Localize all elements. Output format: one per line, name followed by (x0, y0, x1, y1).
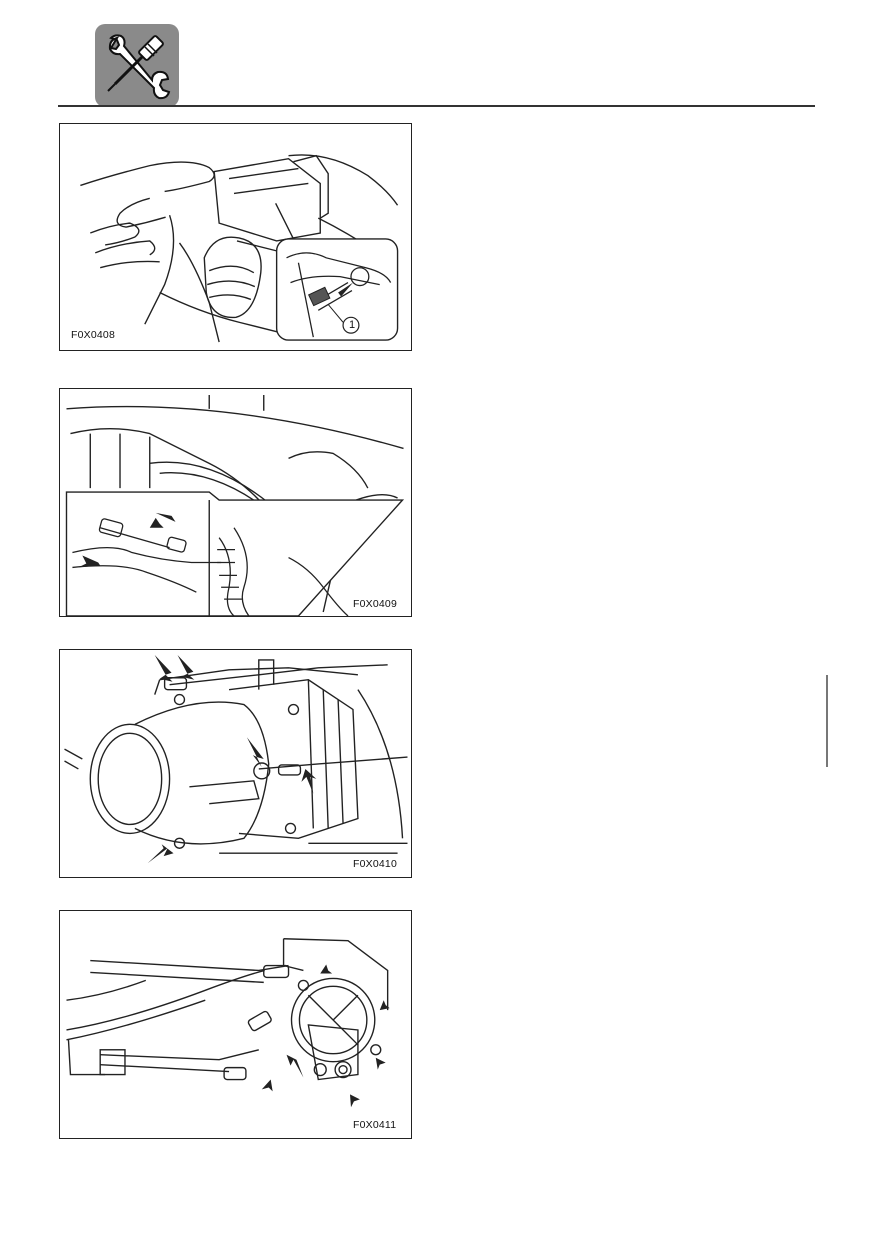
header-rule (58, 105, 815, 107)
figure-code: F0X0409 (353, 598, 398, 610)
figure-code: F0X0411 (353, 1119, 397, 1131)
figure-shift-mechanism: F0X0411 (59, 910, 412, 1139)
tools-icon (95, 24, 179, 107)
figure-transmission-cables: F0X0410 (59, 649, 412, 878)
illustration-hands-shift-lever (80, 154, 399, 343)
page-edge-mark (826, 675, 828, 767)
callout-number: 1 (349, 319, 356, 331)
illustration-cable-ends (65, 394, 405, 616)
figure-code: F0X0408 (71, 329, 116, 341)
figure-cable-ends: F0X0409 (59, 388, 412, 617)
figure-shift-cable-clip: 1 F0X0408 (59, 123, 412, 351)
illustration-shift-mechanism (66, 938, 398, 1115)
illustration-transmission (64, 654, 408, 864)
figure-code: F0X0410 (353, 858, 398, 870)
